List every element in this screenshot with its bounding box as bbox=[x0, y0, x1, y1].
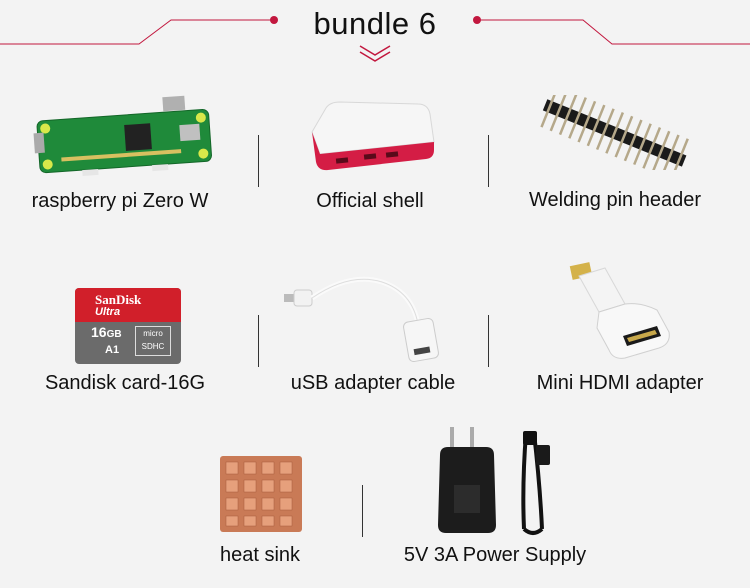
product-label: 5V 3A Power Supply bbox=[403, 544, 587, 566]
divider bbox=[258, 315, 259, 367]
product-label: Sandisk card-16G bbox=[44, 372, 206, 394]
product-pin-header bbox=[535, 95, 695, 170]
product-heat-sink bbox=[218, 452, 306, 536]
usb-cable-icon bbox=[284, 276, 439, 363]
case-icon bbox=[311, 101, 435, 171]
page-title: bundle 6 bbox=[313, 6, 437, 41]
sd-card-brand: SanDisk bbox=[95, 292, 142, 307]
sd-card-line: Ultra bbox=[95, 306, 121, 318]
product-label: heat sink bbox=[219, 544, 301, 566]
raspberry-pi-zero-board-icon bbox=[33, 95, 212, 177]
product-label: uSB adapter cable bbox=[290, 372, 456, 394]
product-hdmi-adapter bbox=[565, 258, 685, 366]
pin-header-icon bbox=[540, 95, 689, 170]
product-raspberry-pi-zero-w bbox=[30, 95, 220, 180]
header-decoration bbox=[0, 16, 750, 45]
divider bbox=[258, 135, 259, 187]
divider bbox=[488, 135, 489, 187]
product-official-shell bbox=[300, 98, 440, 178]
sd-card-unit: GB bbox=[106, 329, 122, 340]
heat-sink-icon bbox=[220, 456, 302, 532]
divider bbox=[488, 315, 489, 367]
hdmi-adapter-icon bbox=[569, 262, 670, 359]
chevron-down-icon bbox=[359, 45, 391, 62]
header: bundle 6 bbox=[0, 0, 750, 70]
product-label: raspberry pi Zero W bbox=[31, 190, 209, 212]
product-power-supply bbox=[430, 425, 570, 540]
product-label: Welding pin header bbox=[529, 189, 701, 211]
divider bbox=[362, 485, 363, 537]
power-supply-icon bbox=[438, 427, 550, 535]
product-usb-cable bbox=[280, 268, 470, 373]
sd-card-capacity: 16 bbox=[91, 324, 107, 340]
product-label: Official shell bbox=[316, 190, 424, 212]
product-label: Mini HDMI adapter bbox=[536, 372, 704, 394]
sd-card-class: A1 bbox=[105, 344, 120, 356]
